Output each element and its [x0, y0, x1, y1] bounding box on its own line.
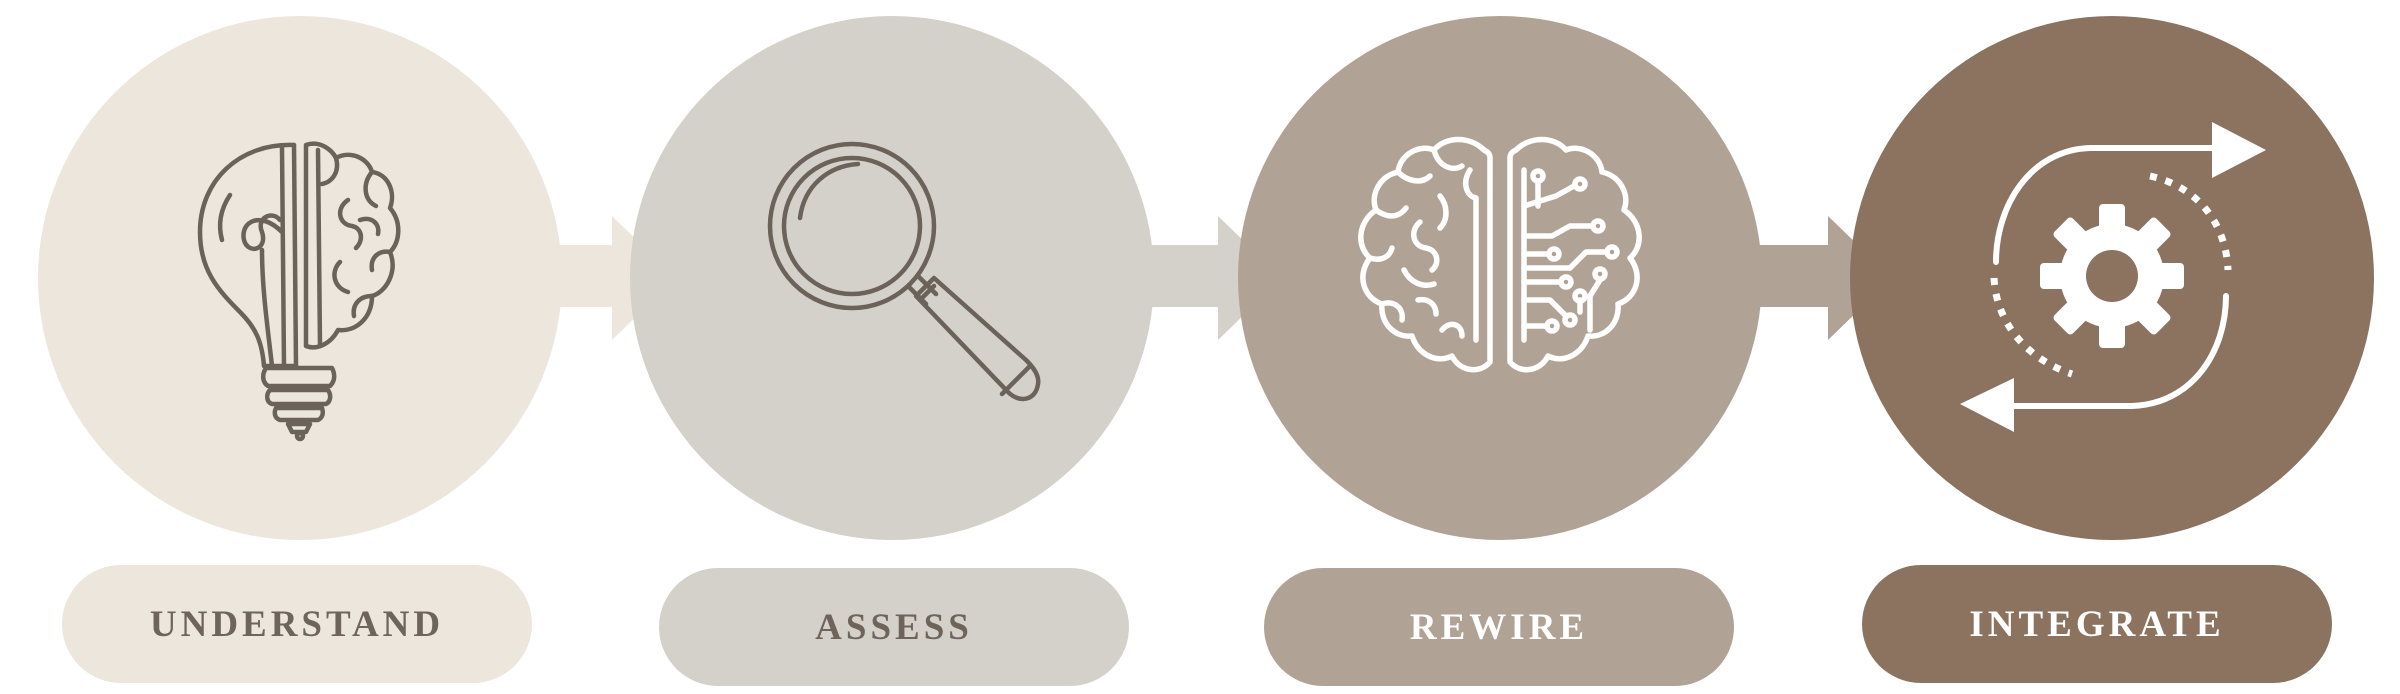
step-label-rewire-text: REWIRE: [1409, 606, 1589, 648]
step-label-rewire[interactable]: REWIRE: [1264, 568, 1734, 686]
step-label-assess-text: ASSESS: [815, 606, 973, 648]
step-label-integrate-text: INTEGRATE: [1969, 603, 2225, 645]
step-circle-assess[interactable]: [630, 16, 1154, 540]
step-circle-rewire[interactable]: [1238, 16, 1762, 540]
gear-cycle-icon: [1960, 122, 2266, 432]
step-label-assess[interactable]: ASSESS: [659, 568, 1129, 686]
step-label-understand[interactable]: UNDERSTAND: [62, 565, 532, 683]
circuit-brain-icon: [1358, 136, 1642, 373]
step-label-integrate[interactable]: INTEGRATE: [1862, 565, 2332, 683]
step-circle-understand[interactable]: [38, 16, 562, 540]
lightbulb-brain-icon: [197, 141, 401, 442]
step-label-understand-text: UNDERSTAND: [149, 603, 445, 645]
magnifying-glass-icon: [767, 141, 1041, 402]
